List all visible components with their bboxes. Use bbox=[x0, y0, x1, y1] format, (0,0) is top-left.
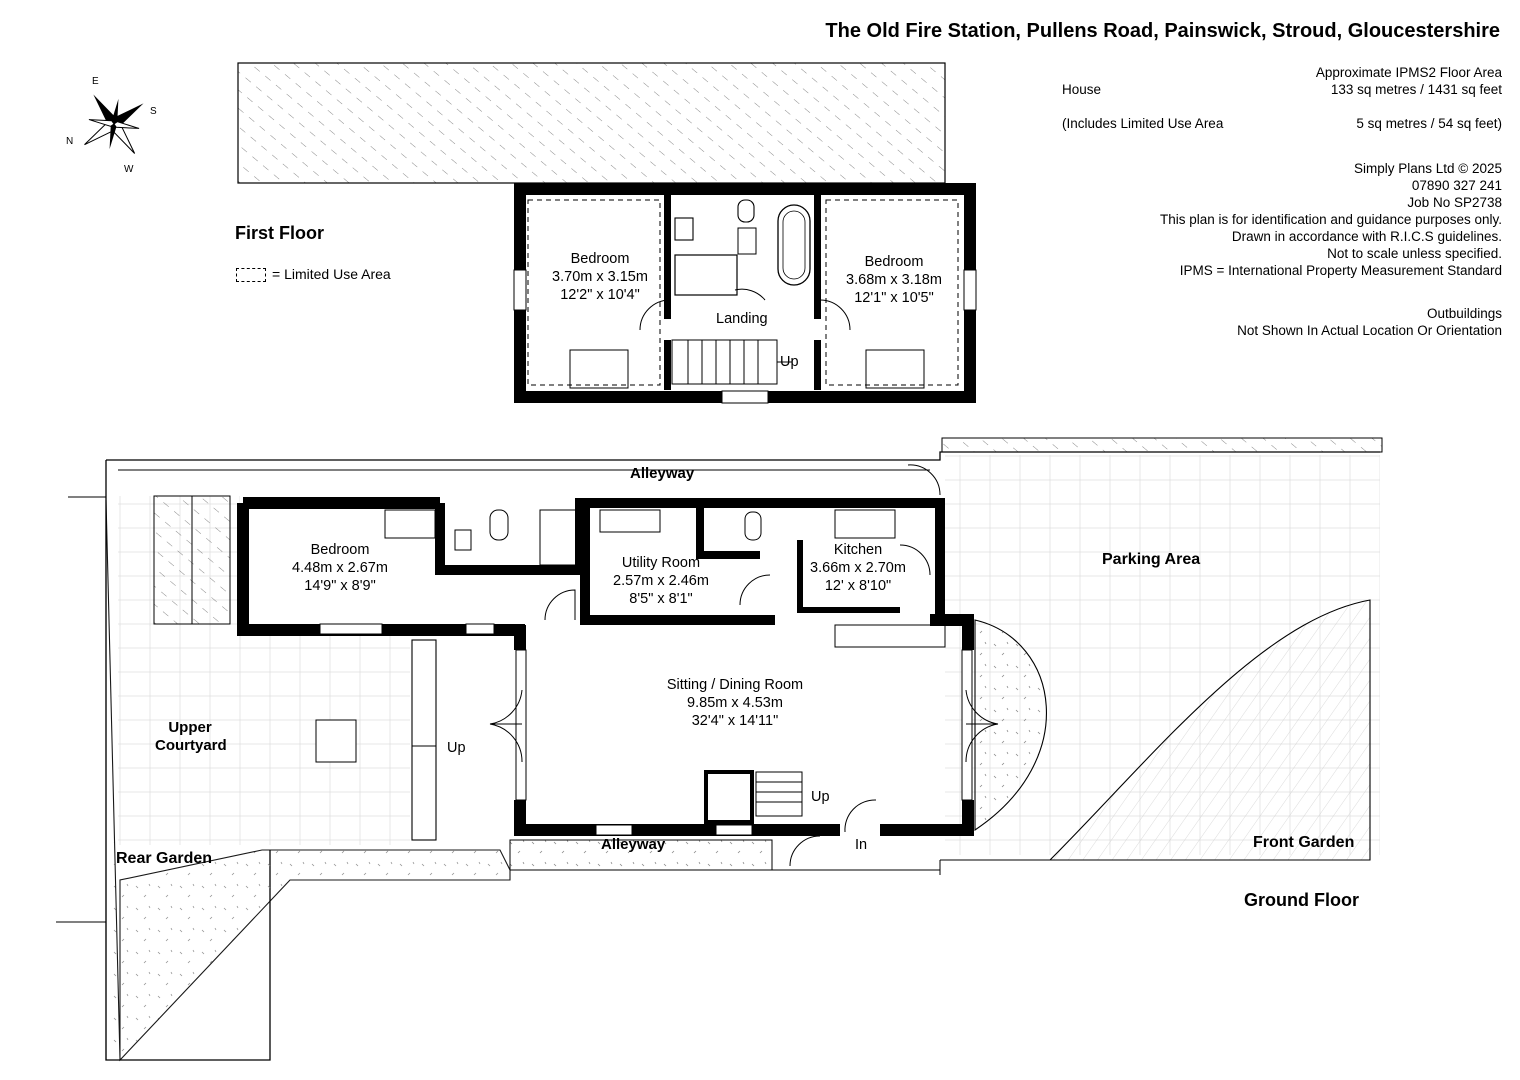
room-name: Kitchen bbox=[833, 542, 883, 558]
gf-stairs-up-label: Up bbox=[811, 789, 830, 805]
room-metric: 3.70m x 3.15m bbox=[552, 269, 648, 285]
compass-rose-icon bbox=[84, 94, 144, 154]
outbuildings-note: Outbuildings Not Shown In Actual Locatio… bbox=[1237, 305, 1502, 339]
copyright: Simply Plans Ltd © 2025 bbox=[1353, 161, 1502, 176]
alleyway-bottom-label: Alleyway bbox=[601, 836, 666, 853]
room-metric: 9.85m x 4.53m bbox=[687, 695, 783, 711]
room-name: Bedroom bbox=[570, 251, 630, 267]
compass-n: N bbox=[66, 136, 74, 147]
area-info: Approximate IPMS2 Floor Area House 133 s… bbox=[1062, 64, 1502, 132]
parking-area-label: Parking Area bbox=[1102, 551, 1201, 568]
house-label: House bbox=[1062, 82, 1102, 97]
fence bbox=[941, 437, 1383, 453]
room-imperial: 12' x 8'10" bbox=[824, 578, 892, 594]
alleyway-top-label: Alleyway bbox=[630, 465, 695, 482]
utility-room: Utility Room 2.57m x 2.46m 8'5" x 8'1" bbox=[598, 554, 724, 608]
ground-floor-label: Ground Floor bbox=[1244, 890, 1359, 910]
courtyard-up-label: Up bbox=[447, 740, 466, 756]
room-imperial: 14'9" x 8'9" bbox=[304, 578, 376, 594]
entrance-in-label: In bbox=[855, 837, 868, 853]
ground-bedroom-walls bbox=[237, 497, 525, 636]
room-name: Utility Room bbox=[621, 555, 701, 571]
disclaimer-2: Drawn in accordance with R.I.C.S guideli… bbox=[1231, 229, 1502, 244]
room-metric: 3.66m x 2.70m bbox=[810, 560, 906, 576]
room-imperial: 32'4" x 14'11" bbox=[691, 713, 779, 729]
ff-bedroom-right: Bedroom 3.68m x 3.18m 12'1" x 10'5" bbox=[834, 253, 954, 307]
compass-s: S bbox=[150, 106, 157, 117]
phone-number: 07890 327 241 bbox=[1411, 178, 1502, 193]
house-area-value: 133 sq metres / 1431 sq feet bbox=[1330, 82, 1502, 97]
first-floor-stairs bbox=[671, 339, 792, 385]
courtyard-drain bbox=[315, 719, 357, 763]
disclaimer-4: IPMS = International Property Measuremen… bbox=[1179, 263, 1502, 278]
room-imperial: 12'1" x 10'5" bbox=[854, 290, 934, 306]
ff-bedroom-left: Bedroom 3.70m x 3.15m 12'2" x 10'4" bbox=[540, 250, 660, 304]
property-title: The Old Fire Station, Pullens Road, Pain… bbox=[825, 20, 1500, 42]
ground-floor-plan bbox=[56, 437, 1383, 1062]
compass-w: W bbox=[124, 164, 134, 175]
room-metric: 2.57m x 2.46m bbox=[613, 573, 709, 589]
first-floor-label: First Floor bbox=[235, 223, 324, 243]
front-garden-label: Front Garden bbox=[1253, 834, 1355, 851]
legend-dashed-box bbox=[236, 268, 266, 283]
room-name: Sitting / Dining Room bbox=[666, 677, 804, 693]
first-floor-plan bbox=[237, 62, 977, 404]
sitting-dining-room: Sitting / Dining Room 9.85m x 4.53m 32'4… bbox=[650, 676, 820, 730]
rear-garden-label: Rear Garden bbox=[116, 850, 213, 867]
room-imperial: 8'5" x 8'1" bbox=[629, 591, 693, 607]
company-info: Simply Plans Ltd © 2025 07890 327 241 Jo… bbox=[1160, 160, 1502, 279]
wc bbox=[737, 199, 755, 223]
shower bbox=[674, 254, 738, 296]
curved-patio bbox=[974, 619, 1047, 832]
room-name: Bedroom bbox=[864, 254, 924, 270]
limited-use-roof-area bbox=[237, 62, 946, 184]
room-imperial: 12'2" x 10'4" bbox=[560, 287, 640, 303]
area-heading: Approximate IPMS2 Floor Area bbox=[1315, 65, 1502, 80]
job-number: Job No SP2738 bbox=[1407, 195, 1502, 210]
compass-e: E bbox=[92, 76, 99, 87]
limited-area-value: 5 sq metres / 54 sq feet) bbox=[1356, 116, 1502, 131]
upper-courtyard-label: Upper Courtyard bbox=[155, 719, 227, 755]
disclaimer-3: Not to scale unless specified. bbox=[1327, 246, 1502, 261]
outbuildings-text: Not Shown In Actual Location Or Orientat… bbox=[1237, 323, 1502, 338]
landing-label: Landing bbox=[716, 311, 768, 327]
disclaimer-1: This plan is for identification and guid… bbox=[1160, 212, 1502, 227]
gf-bedroom: Bedroom 4.48m x 2.67m 14'9" x 8'9" bbox=[280, 541, 400, 595]
outbuildings-title: Outbuildings bbox=[1426, 306, 1502, 321]
basin bbox=[674, 217, 694, 241]
limited-area-label: (Includes Limited Use Area bbox=[1062, 116, 1224, 131]
ground-floor-stairs bbox=[704, 770, 803, 824]
room-metric: 4.48m x 2.67m bbox=[292, 560, 388, 576]
upper-courtyard-line2: Courtyard bbox=[155, 737, 227, 754]
legend: = Limited Use Area bbox=[236, 266, 391, 283]
upper-courtyard-line1: Upper bbox=[168, 719, 212, 736]
room-name: Bedroom bbox=[310, 542, 370, 558]
room-metric: 3.68m x 3.18m bbox=[846, 272, 942, 288]
legend-text: = Limited Use Area bbox=[272, 266, 391, 282]
ff-stairs-up-label: Up bbox=[780, 354, 799, 370]
kitchen: Kitchen 3.66m x 2.70m 12' x 8'10" bbox=[798, 541, 918, 595]
bath bbox=[777, 204, 811, 286]
